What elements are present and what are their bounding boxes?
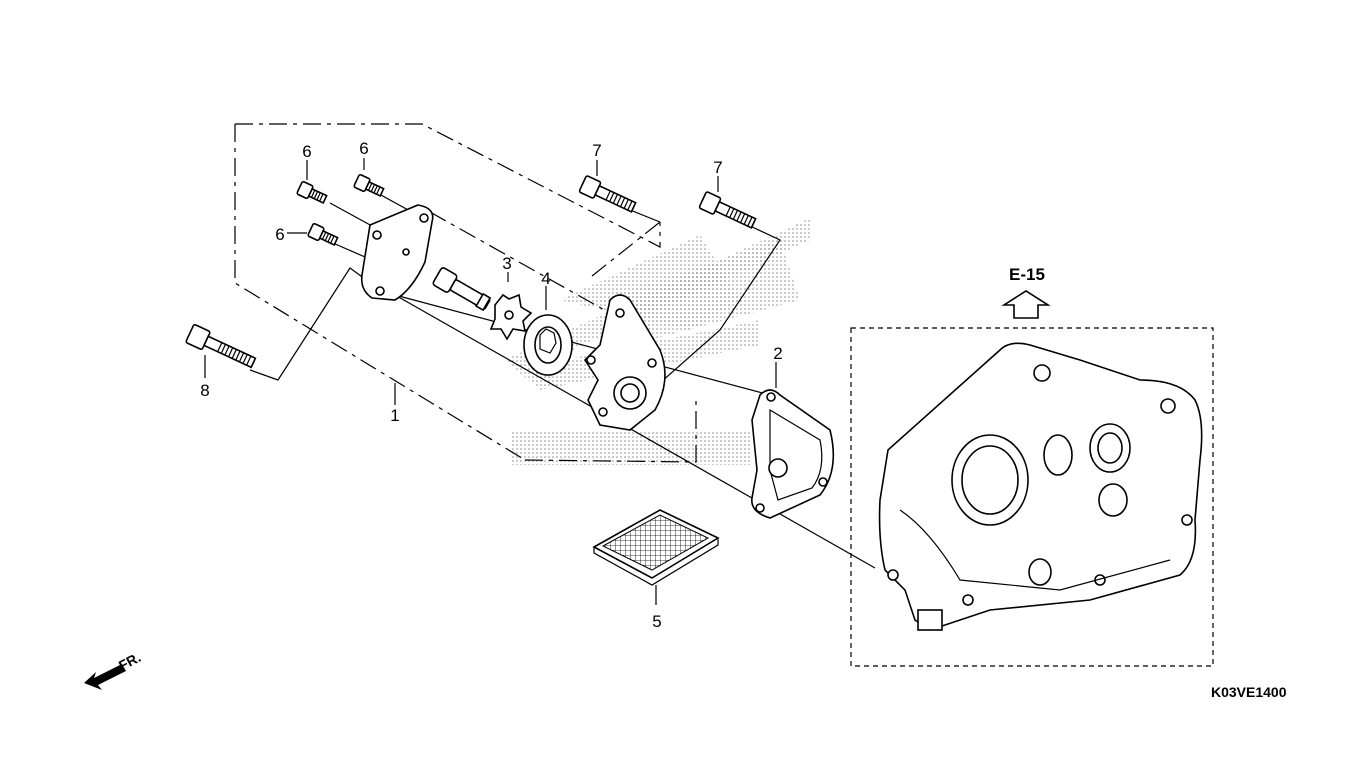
diagram-code: K03VE1400: [1211, 684, 1287, 700]
bolt-7-right: [698, 191, 757, 229]
callout-7-right: 7: [713, 158, 722, 177]
assembly-outline: [234, 123, 697, 463]
pump-shaft: [432, 267, 492, 312]
callout-6-left: 6: [275, 225, 284, 244]
crankcase-reference: [850, 327, 1214, 667]
reference-label: E-15: [1009, 265, 1045, 284]
callout-7-left: 7: [592, 141, 601, 160]
callout-6-top-left: 6: [302, 142, 311, 161]
callout-4: 4: [541, 269, 550, 288]
callout-6-top-right: 6: [359, 139, 368, 158]
bolt-7-left: [578, 175, 637, 213]
oil-strainer: [592, 509, 720, 586]
up-arrow-icon: [1001, 290, 1051, 319]
screw-6-top-left: [296, 180, 328, 204]
callout-8: 8: [200, 381, 209, 400]
watermark-logo: [505, 218, 810, 465]
screw-6-top-right: [353, 173, 385, 197]
screw-6-left: [307, 222, 339, 246]
bolt-8: [185, 323, 257, 369]
callout-5: 5: [652, 612, 661, 631]
inner-rotor: [489, 293, 533, 341]
pump-gasket: [751, 389, 835, 519]
callout-2: 2: [773, 344, 782, 363]
pump-cover-plate: [360, 204, 434, 301]
front-direction-arrow-icon: [84, 664, 126, 690]
pump-body: [583, 294, 666, 431]
outer-rotor: [523, 314, 573, 376]
callout-3: 3: [502, 254, 511, 273]
callout-1: 1: [390, 406, 399, 425]
